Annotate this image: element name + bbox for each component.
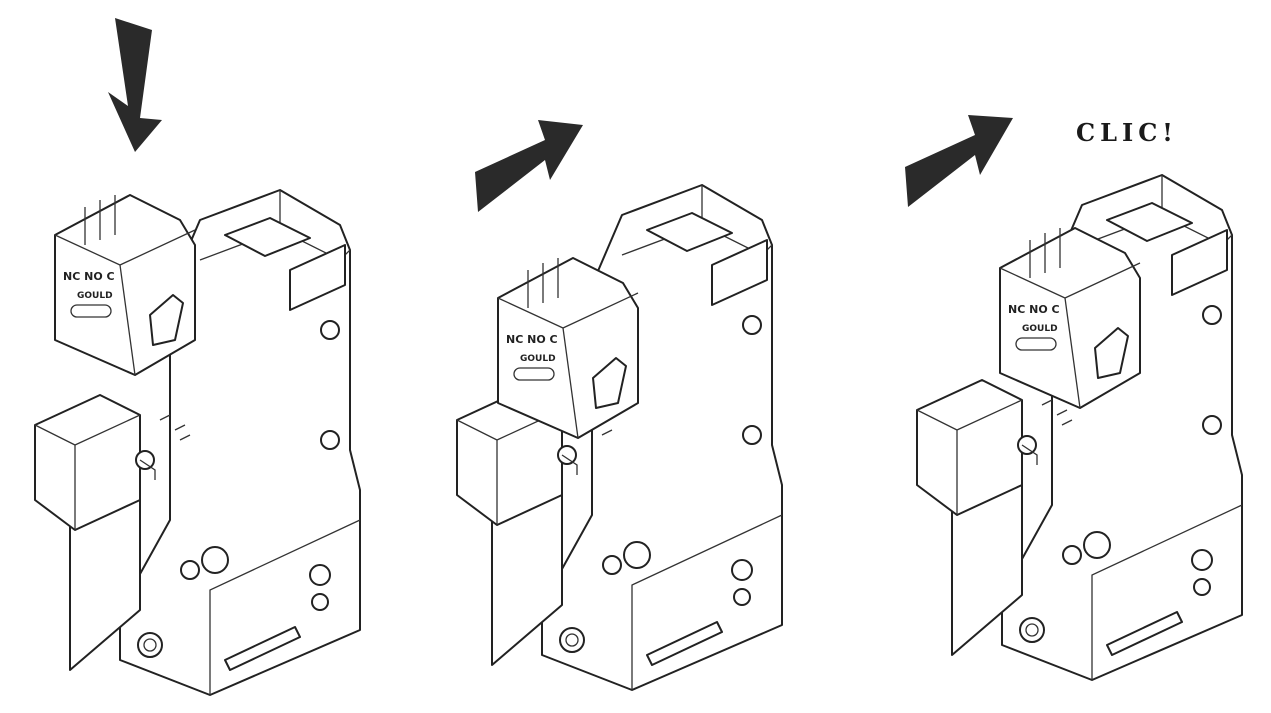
arrow-up-right-icon — [905, 115, 1013, 207]
terminal-label: NC NO C — [63, 270, 115, 283]
gould-logo: GOULD — [520, 354, 556, 364]
clic-caption: CLIC! — [1076, 118, 1178, 147]
step-1: NC NO C GOULD — [34, 18, 361, 696]
arrow-up-right-icon — [475, 120, 583, 212]
gould-logo: GOULD — [77, 291, 113, 301]
auxiliary-contact-module: NC NO C GOULD — [497, 257, 639, 439]
arrow-down-icon — [108, 18, 162, 152]
step-2: NC NO C GOULD — [456, 120, 783, 691]
breaker — [456, 184, 783, 691]
auxiliary-contact-module: NC NO C GOULD — [54, 194, 196, 376]
auxiliary-contact-module: NC NO C GOULD — [999, 227, 1141, 409]
gould-logo: GOULD — [1022, 324, 1058, 334]
terminal-label: NC NO C — [1008, 303, 1060, 316]
terminal-label: NC NO C — [506, 333, 558, 346]
step-3: NC NO C GOULD — [905, 115, 1243, 681]
